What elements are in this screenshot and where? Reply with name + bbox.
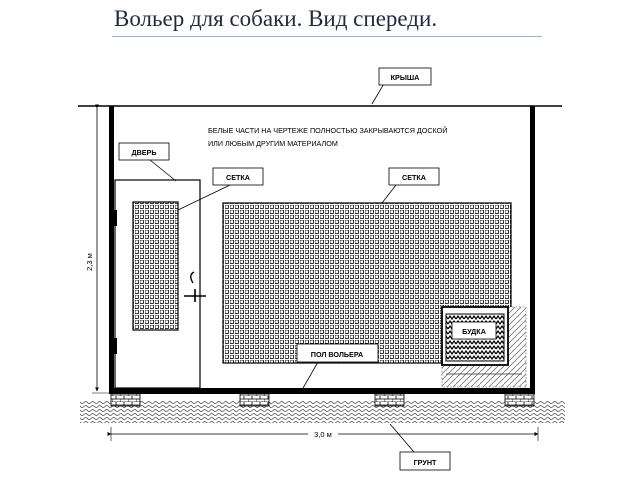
- note-line-2: ИЛИ ЛЮБЫМ ДРУГИМ МАТЕРИАЛОМ: [208, 139, 338, 148]
- door-callout-leader: [149, 159, 177, 182]
- ground-surface: [80, 401, 565, 423]
- door-mesh-callout-leader: [177, 184, 231, 211]
- roof-callout-box: [378, 67, 432, 86]
- floor-callout-label: ПОЛ ВОЛЬЕРА: [311, 350, 363, 359]
- door-callout-box: [118, 142, 170, 161]
- main-mesh-callout-leader: [381, 184, 397, 204]
- door-callout-label: ДВЕРЬ: [131, 148, 156, 157]
- note-line-1: БЕЛЫЕ ЧАСТИ НА ЧЕРТЕЖЕ ПОЛНОСТЬЮ ЗАКРЫВА…: [208, 126, 447, 135]
- door-mesh-callout-label: СЕТКА: [226, 173, 250, 182]
- width-label-backdrop: [308, 428, 338, 439]
- foundation-block: [504, 393, 535, 407]
- main-mesh-callout-box: [388, 167, 440, 186]
- ground-callout-box: [399, 451, 451, 471]
- foundation-block: [239, 393, 270, 407]
- door: [114, 179, 201, 389]
- right-post: [530, 106, 535, 394]
- kennel-label: БУДКА: [462, 327, 486, 336]
- foundation-block: [110, 393, 141, 407]
- floor-callout-leader: [302, 361, 319, 389]
- ground-callout-label: ГРУНТ: [414, 458, 437, 467]
- door-hinge-bottom: [113, 338, 117, 354]
- roof-callout-leader: [371, 81, 386, 105]
- title-underline: [112, 36, 542, 37]
- door-handle-icon: [190, 271, 195, 284]
- left-post: [109, 106, 114, 394]
- door-mesh-panel: [132, 201, 179, 331]
- roof-callout-label: КРЫША: [391, 73, 420, 82]
- door-hinge-top: [113, 210, 117, 226]
- kennel-label-box: [451, 321, 497, 340]
- main-mesh-callout-label: СЕТКА: [402, 173, 426, 182]
- page-title: Вольер для собаки. Вид спереди.: [114, 6, 438, 31]
- ground-callout-leader: [389, 423, 415, 453]
- floor-beam: [109, 388, 535, 394]
- floor-callout-box: [296, 343, 379, 363]
- door-mesh-callout-box: [212, 167, 264, 186]
- height-dimension-label: 2,3 м: [85, 253, 94, 271]
- foundation-block: [374, 393, 405, 407]
- width-dimension-label: 3,0 м: [314, 430, 332, 439]
